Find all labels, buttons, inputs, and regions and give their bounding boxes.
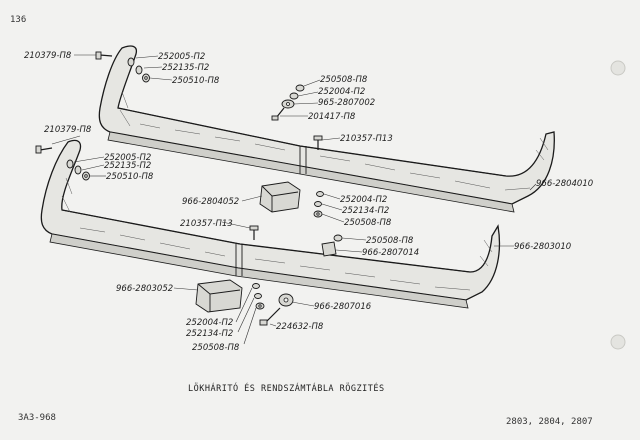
bolt-lower-part [35, 145, 53, 154]
label-top-washer-1: 252005-П2 [158, 52, 205, 62]
clip-part [321, 234, 343, 257]
leader-lines [51, 54, 537, 345]
lower-bumper [40, 139, 501, 309]
label-center-bolt: 201417-П8 [308, 112, 356, 122]
lower-washers-part [66, 159, 90, 181]
bottom-bolt-part [259, 307, 281, 326]
footer-model: ЗАЗ-968 [18, 413, 56, 423]
label-mid-washer: 252004-П2 [340, 195, 387, 205]
label-upper-bumper: 966-2804010 [536, 179, 593, 189]
label-upper-bracket: 966-2804052 [182, 197, 239, 207]
label-lower-nut: 250510-П8 [106, 172, 154, 182]
mid-washers-part [313, 191, 324, 218]
label-bot-nut: 250508-П8 [192, 343, 240, 353]
label-center-washer: 252004-П2 [318, 87, 365, 97]
label-lower-bumper: 966-2803010 [514, 242, 571, 252]
label-top-screw: 210357-П13 [340, 134, 393, 144]
label-top-nut: 250510-П8 [172, 76, 220, 86]
label-rubber-pad: 966-2807016 [314, 302, 372, 312]
label-lower-washer-2: 252135-П2 [104, 161, 151, 171]
label-center-nut: 250508-П8 [320, 75, 368, 85]
label-top-washer-2: 252135-П2 [162, 63, 209, 73]
upper-bracket-part [259, 181, 301, 213]
lower-screw-part [249, 225, 259, 240]
upper-bumper [98, 45, 555, 213]
label-lower-bracket: 966-2803052 [116, 284, 173, 294]
footer-variants: 2803, 2804, 2807 [506, 417, 593, 427]
diagram-caption: LÖKHÁRITÓ ÉS RENDSZÁMTÁBLA RÖGZITÉS [188, 382, 385, 394]
label-mid-nut: 250508-П8 [344, 218, 392, 228]
punch-hole-top [610, 60, 626, 76]
label-bot-spring-washer: 252134-П2 [186, 329, 233, 339]
bottom-washers-part [252, 283, 265, 310]
top-washers-part [127, 57, 150, 83]
label-bot-washer: 252004-П2 [186, 318, 233, 328]
label-bolt-top: 210379-П8 [24, 51, 72, 61]
bolt-top-part [95, 51, 113, 60]
label-mid-spring-washer: 252134-П2 [342, 206, 389, 216]
label-lower-washer-1: 252005-П2 [104, 153, 151, 163]
label-bot-bolt: 224632-П8 [276, 322, 324, 332]
center-fastener-part [271, 84, 305, 121]
label-clip-nut: 250508-П8 [366, 236, 414, 246]
label-lower-screw: 210357-П13 [180, 219, 233, 229]
label-bolt-lower: 210379-П8 [44, 125, 92, 135]
label-clip: 966-2807014 [362, 248, 419, 258]
page-number: 136 [10, 15, 26, 25]
rubber-pad-part [278, 293, 294, 307]
punch-hole-bottom [610, 334, 626, 350]
lower-bracket-part [195, 279, 243, 313]
label-center-pad: 965-2807002 [318, 98, 375, 108]
top-screw-part [313, 135, 323, 150]
